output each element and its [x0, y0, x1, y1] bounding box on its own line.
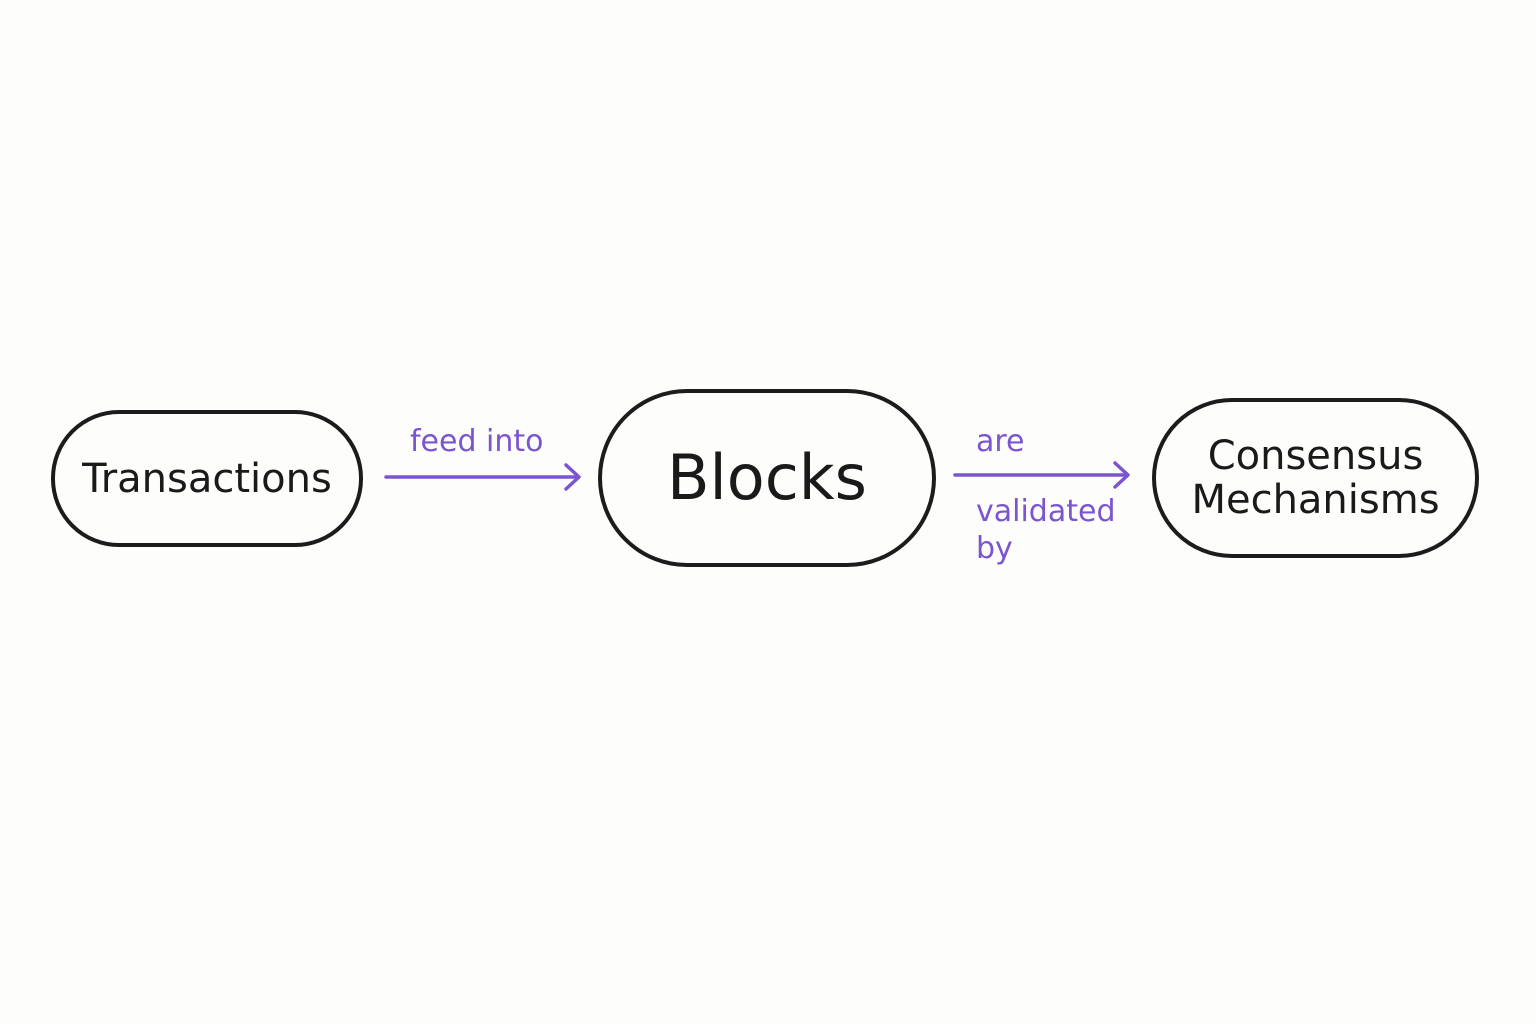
edge-label-by: by — [976, 530, 1013, 566]
arrow-blocks-to-consensus — [953, 461, 1130, 489]
edge-label-validated: validated — [976, 494, 1116, 529]
node-blocks-label: Blocks — [667, 440, 867, 514]
arrow-transactions-to-blocks — [384, 463, 581, 491]
edge-label-feed-into: feed into — [410, 424, 544, 459]
node-consensus-label-line1: Consensus — [1207, 433, 1424, 479]
node-blocks: Blocks — [598, 389, 936, 567]
edge-label-are: are — [976, 424, 1025, 459]
node-consensus-mechanisms: Consensus Mechanisms — [1152, 398, 1479, 558]
node-consensus-label-line2: Mechanisms — [1191, 477, 1440, 523]
node-transactions: Transactions — [51, 410, 363, 547]
edge-label-validated-by: validated by — [976, 494, 1116, 567]
node-transactions-label: Transactions — [82, 455, 332, 502]
